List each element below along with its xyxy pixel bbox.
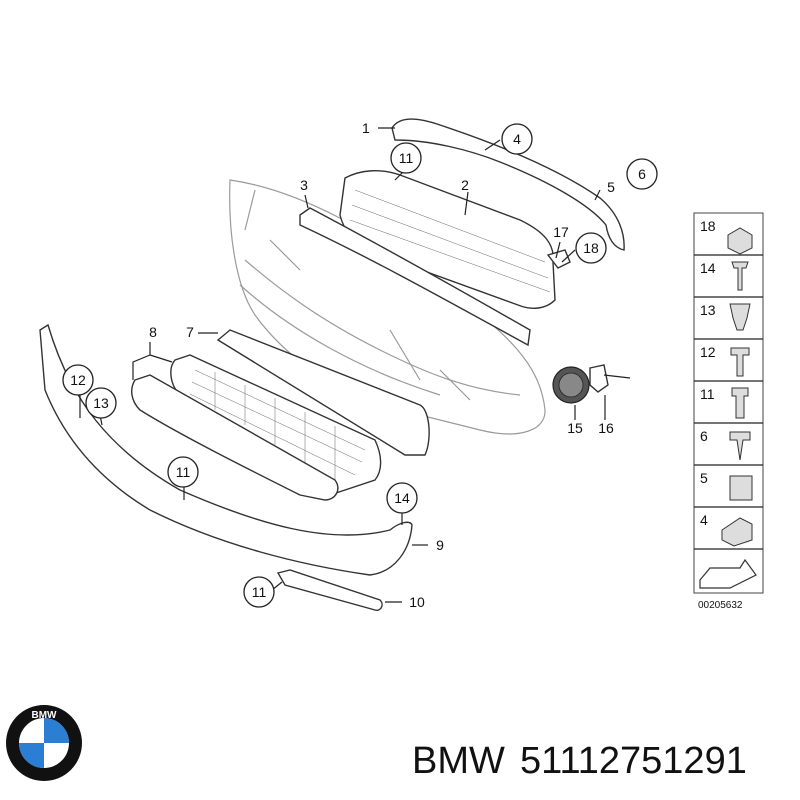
svg-text:12: 12 (70, 372, 86, 388)
part-grille-mesh (170, 329, 430, 496)
callout-11-bottom: 11 (243, 576, 275, 608)
callout-6: 6 (626, 158, 658, 190)
legend-item-11: 11 (700, 386, 749, 419)
legend-item-14: 14 (700, 260, 749, 291)
part-lower-bracket (276, 569, 383, 612)
push-clip-icon (729, 303, 751, 331)
callout-10: 10 (409, 594, 425, 610)
callout-5: 5 (607, 179, 615, 195)
svg-text:16: 16 (598, 420, 614, 436)
svg-text:11: 11 (399, 150, 414, 166)
callout-9: 9 (436, 537, 444, 553)
svg-text:18: 18 (700, 218, 716, 234)
part-clip-bracket (589, 364, 609, 393)
svg-text:9: 9 (436, 537, 444, 553)
arrow-icon (699, 558, 757, 589)
callout-11-top: 11 (390, 142, 422, 174)
svg-text:13: 13 (93, 395, 109, 411)
callout-14: 14 (386, 482, 418, 514)
svg-text:11: 11 (700, 386, 715, 402)
nut-icon (727, 227, 753, 255)
legend-item-4: 4 (700, 512, 753, 547)
svg-text:14: 14 (394, 490, 410, 506)
callout-3: 3 (300, 177, 308, 193)
bolt-icon (731, 387, 749, 419)
callout-18: 18 (575, 232, 607, 264)
rivet-icon (731, 261, 749, 291)
part-small-clip (546, 249, 571, 269)
callout-12: 12 (62, 364, 94, 396)
bmw-logo: BMW (6, 705, 82, 781)
legend-direction-arrow (699, 558, 757, 589)
svg-text:4: 4 (700, 512, 708, 528)
bmw-logo-lettering: BMW (32, 710, 58, 721)
svg-text:11: 11 (176, 464, 191, 480)
diagram-code: 00205632 (698, 600, 743, 611)
svg-text:8: 8 (149, 324, 157, 340)
svg-text:6: 6 (700, 428, 708, 444)
svg-text:11: 11 (252, 584, 267, 600)
callout-1: 1 (362, 120, 370, 136)
tapping-screw-icon (729, 431, 751, 461)
svg-text:7: 7 (186, 324, 194, 340)
callout-4: 4 (501, 123, 533, 155)
callout-13: 13 (85, 387, 117, 419)
svg-text:10: 10 (409, 594, 425, 610)
callout-2: 2 (461, 177, 469, 193)
svg-text:18: 18 (583, 240, 599, 256)
svg-text:5: 5 (700, 470, 708, 486)
callout-8: 8 (149, 324, 157, 340)
clip-nut-icon (729, 475, 753, 501)
svg-text:3: 3 (300, 177, 308, 193)
svg-text:6: 6 (638, 166, 646, 182)
svg-text:15: 15 (567, 420, 583, 436)
callout-15: 15 (567, 420, 583, 436)
callout-7: 7 (186, 324, 194, 340)
callout-17: 17 (553, 224, 569, 240)
svg-text:13: 13 (700, 302, 716, 318)
leader-lines (79, 127, 631, 603)
part-reinforcement-bar (299, 207, 531, 347)
svg-text:17: 17 (553, 224, 569, 240)
brand-name: BMW (412, 740, 505, 782)
svg-text:1: 1 (362, 120, 370, 136)
svg-text:2: 2 (461, 177, 469, 193)
part-lower-spoiler (39, 323, 413, 576)
part-top-trim (391, 118, 625, 251)
part-cap (552, 366, 590, 404)
legend-item-12: 12 (700, 344, 750, 377)
part-number: 51112751291 (520, 740, 747, 782)
screw-icon (730, 347, 750, 377)
fastener-legend: 18 14 13 12 11 6 5 4 (693, 212, 764, 611)
callout-11-middle: 11 (167, 456, 199, 488)
legend-item-5: 5 (700, 470, 753, 501)
spring-clip-icon (721, 517, 753, 547)
svg-text:14: 14 (700, 260, 716, 276)
part-grille-frame (131, 374, 339, 501)
legend-item-6: 6 (700, 428, 751, 461)
legend-item-13: 13 (700, 302, 751, 331)
callout-16: 16 (598, 420, 614, 436)
svg-text:5: 5 (607, 179, 615, 195)
legend-item-18: 18 (700, 218, 753, 255)
svg-text:12: 12 (700, 344, 716, 360)
svg-text:4: 4 (513, 131, 521, 147)
